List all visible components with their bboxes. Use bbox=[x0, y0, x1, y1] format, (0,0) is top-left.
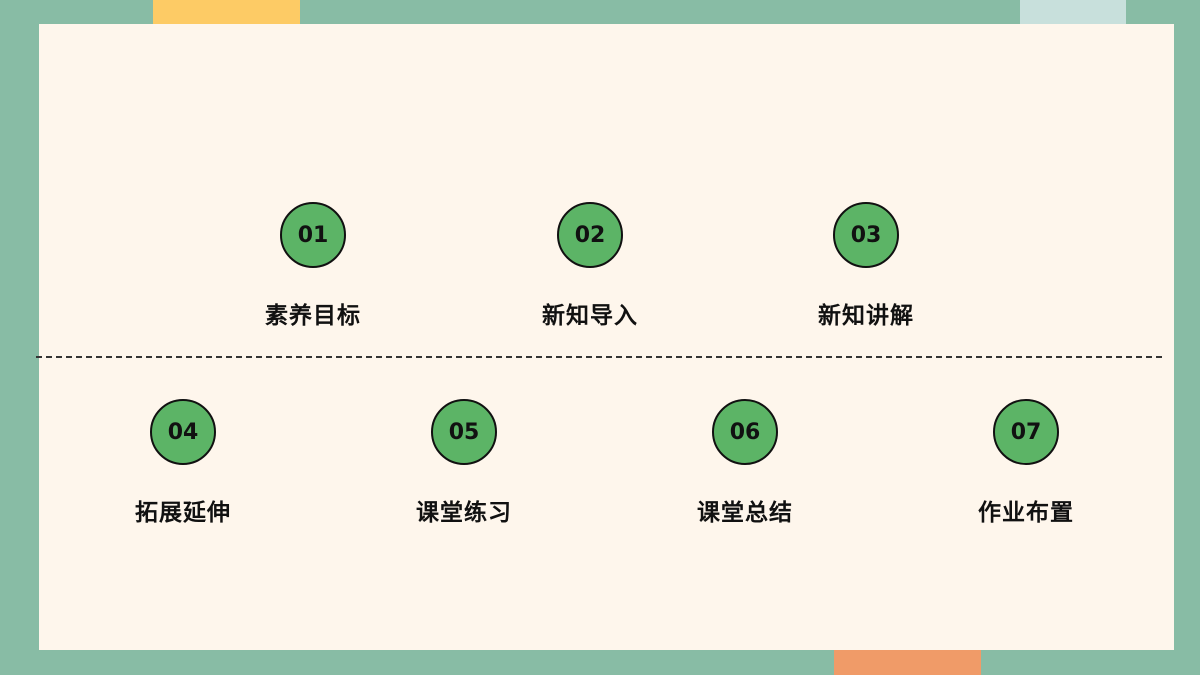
agenda-item-07[interactable]: 07 作业布置 bbox=[946, 399, 1106, 527]
item-number-badge: 02 bbox=[557, 202, 623, 268]
item-label: 拓展延伸 bbox=[135, 500, 231, 526]
item-number-badge: 06 bbox=[712, 399, 778, 465]
item-label: 课堂总结 bbox=[697, 500, 793, 526]
item-number-badge: 03 bbox=[833, 202, 899, 268]
item-label: 新知导入 bbox=[542, 303, 638, 329]
item-number-badge: 07 bbox=[993, 399, 1059, 465]
agenda-item-06[interactable]: 06 课堂总结 bbox=[665, 399, 825, 527]
item-label: 课堂练习 bbox=[416, 500, 512, 526]
item-number-badge: 01 bbox=[280, 202, 346, 268]
decor-tab-orange bbox=[834, 650, 981, 675]
agenda-item-01[interactable]: 01 素养目标 bbox=[233, 202, 393, 330]
decor-tab-pale bbox=[1020, 0, 1126, 24]
item-label: 新知讲解 bbox=[818, 303, 914, 329]
item-label: 作业布置 bbox=[978, 500, 1074, 526]
content-card bbox=[39, 24, 1174, 650]
dashed-divider bbox=[36, 356, 1162, 358]
item-number-badge: 04 bbox=[150, 399, 216, 465]
agenda-item-02[interactable]: 02 新知导入 bbox=[510, 202, 670, 330]
item-label: 素养目标 bbox=[265, 303, 361, 329]
agenda-item-04[interactable]: 04 拓展延伸 bbox=[103, 399, 263, 527]
item-number-badge: 05 bbox=[431, 399, 497, 465]
agenda-item-05[interactable]: 05 课堂练习 bbox=[384, 399, 544, 527]
agenda-item-03[interactable]: 03 新知讲解 bbox=[786, 202, 946, 330]
decor-tab-yellow bbox=[153, 0, 300, 24]
